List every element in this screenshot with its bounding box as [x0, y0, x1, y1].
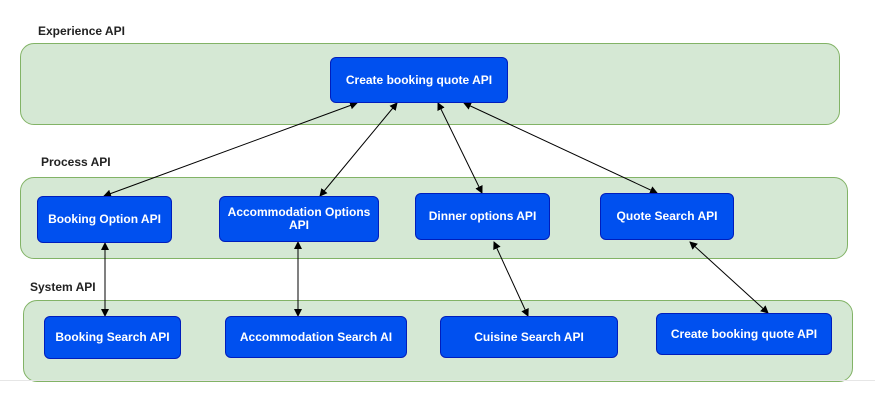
booking-option-api-label: Booking Option API: [48, 212, 161, 226]
dinner-options-api-box[interactable]: Dinner options API: [415, 193, 550, 240]
quote-search-api-label: Quote Search API: [616, 209, 718, 223]
booking-search-api-box[interactable]: Booking Search API: [44, 316, 181, 359]
process-api-layer-label: Process API: [41, 155, 111, 169]
accommodation-search-ai-box[interactable]: Accommodation Search AI: [225, 316, 407, 358]
accommodation-options-api-box[interactable]: Accommodation Options API: [219, 196, 379, 242]
cuisine-search-api-label: Cuisine Search API: [474, 329, 584, 344]
connector-quote-to-booking-option: [103, 101, 358, 198]
create-booking-quote-api-experience-label: Create booking quote API: [345, 72, 493, 87]
create-booking-quote-api-system-box[interactable]: Create booking quote API: [656, 313, 832, 355]
connector-quote-to-accommodation-options: [319, 102, 398, 197]
booking-option-api-box[interactable]: Booking Option API: [37, 196, 172, 243]
accommodation-search-ai-label: Accommodation Search AI: [239, 329, 393, 344]
connector-quote-to-quote-search: [463, 102, 658, 194]
booking-search-api-label: Booking Search API: [55, 330, 170, 344]
create-booking-quote-api-system-label: Create booking quote API: [670, 326, 818, 341]
connector-quote-search-to-create-booking-quote: [689, 241, 769, 314]
accommodation-options-api-label: Accommodation Options API: [227, 205, 371, 232]
create-booking-quote-api-experience-box[interactable]: Create booking quote API: [330, 57, 508, 103]
connector-dinner-options-to-cuisine-search: [493, 241, 529, 317]
quote-search-api-box[interactable]: Quote Search API: [600, 193, 734, 240]
connector-quote-to-dinner-options: [437, 102, 483, 194]
page-divider: [0, 380, 875, 381]
cuisine-search-api-box[interactable]: Cuisine Search API: [440, 316, 618, 358]
system-api-layer-label: System API: [30, 280, 96, 294]
experience-api-layer-label: Experience API: [38, 24, 125, 38]
dinner-options-api-label: Dinner options API: [428, 209, 537, 223]
